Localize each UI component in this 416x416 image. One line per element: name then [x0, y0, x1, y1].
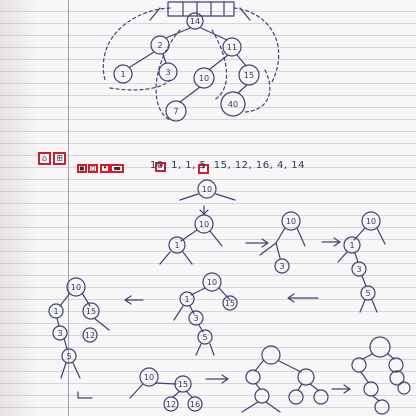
step1-node-3: 3	[279, 262, 284, 271]
bar-icon: ▬	[113, 163, 121, 172]
top-node-2: 2	[157, 41, 162, 50]
toolbar-icon-c[interactable]: ▪	[77, 164, 87, 173]
step5-node-16: 16	[190, 400, 200, 409]
dot-icon: •	[201, 163, 206, 173]
toolbar-icon-g[interactable]: •	[155, 162, 166, 172]
step5-node-12: 12	[166, 400, 176, 409]
toolbar-icon-b[interactable]: ⊞	[53, 152, 66, 165]
toolbar-icon-a[interactable]: ⌂	[38, 152, 51, 165]
top-node-10: 10	[199, 74, 209, 83]
step2-node-3: 3	[356, 265, 361, 274]
step3-node-3: 3	[193, 314, 198, 323]
square-icon: ▪	[79, 163, 85, 172]
home-icon: ⌂	[41, 153, 48, 162]
square-outline-icon: ▫	[90, 163, 96, 172]
step4-node-12: 12	[85, 331, 95, 340]
step3-node-15: 15	[225, 299, 235, 308]
margin-line	[68, 0, 69, 416]
step5-node-15: 15	[178, 380, 188, 389]
step2-root: 10	[366, 217, 376, 226]
top-node-3: 3	[165, 68, 170, 77]
toolbar-icon-f[interactable]: ▬	[110, 164, 124, 173]
step4-node-1: 1	[53, 307, 58, 316]
top-node-7: 7	[173, 107, 178, 116]
top-node-1: 1	[120, 70, 125, 79]
middle-left-label: 1	[174, 241, 179, 250]
step3-node-5: 5	[202, 333, 207, 342]
step5-root: 10	[144, 373, 154, 382]
top-node-11: 11	[227, 43, 237, 52]
step1-root: 10	[286, 217, 296, 226]
step3-root: 10	[207, 278, 217, 287]
step2-node-1: 1	[349, 241, 354, 250]
step4-root: 10	[71, 283, 81, 292]
step3-node-1: 1	[184, 295, 189, 304]
dot-icon: •	[158, 161, 163, 171]
top-node-15: 15	[244, 71, 254, 80]
step4-node-15: 15	[86, 307, 96, 316]
top-root-label: 14	[190, 17, 200, 26]
step4-node-5: 5	[66, 352, 71, 361]
sequence-text: 10, 1, 1, 5, 15, 12, 16, 4, 14	[150, 160, 305, 171]
dot-icon: •	[102, 163, 108, 172]
toolbar-icon-e[interactable]: •	[100, 164, 110, 173]
toolbar-icon-d[interactable]: ▫	[88, 164, 98, 173]
grid-icon: ⊞	[56, 153, 63, 162]
middle-root-label: 10	[202, 185, 212, 194]
toolbar-icon-h[interactable]: •	[198, 164, 209, 174]
step2-node-5: 5	[365, 289, 370, 298]
middle-child-label: 10	[199, 220, 209, 229]
step4-node-3: 3	[57, 329, 62, 338]
top-node-40: 40	[228, 100, 238, 109]
